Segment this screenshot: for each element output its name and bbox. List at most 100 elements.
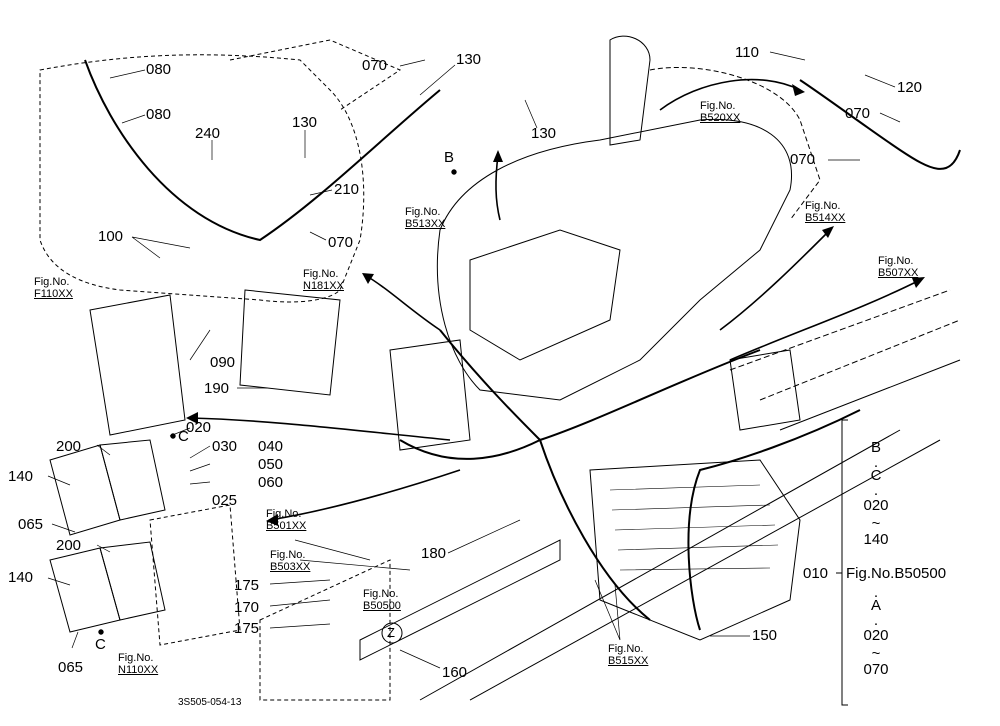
label-025: 025: [212, 492, 238, 509]
leader-070c: [879, 112, 901, 123]
fig-prefix: Fig.No.: [270, 549, 306, 561]
leader-arrow-n181: [364, 274, 441, 331]
side-legend: B · C · 020 ~ 140: [848, 440, 904, 556]
fig-ref-b515: Fig.No. B515XX: [608, 643, 648, 667]
label-080-a: 080: [146, 61, 172, 78]
fig-ref-b513: Fig.No. B513XX: [405, 206, 445, 230]
legend-range1-start: 020: [863, 497, 889, 514]
fig-prefix: Fig.No.: [34, 276, 70, 288]
label-200-a: 200: [56, 438, 82, 455]
arrowhead-f110: [186, 412, 198, 424]
label-175-a: 175: [234, 577, 260, 594]
fig-number: B514XX: [805, 212, 846, 224]
legend-ref-a: A: [870, 597, 881, 614]
ref-dot-c1: [170, 433, 176, 439]
fig-number: B513XX: [405, 218, 446, 230]
arrowhead-n181: [362, 273, 374, 284]
leader-arrow-b520: [659, 78, 801, 111]
leader-065a: [51, 523, 76, 533]
legend-range2-end: 070: [863, 661, 889, 678]
ref-dot-b: [451, 169, 457, 175]
label-030: 030: [212, 438, 238, 455]
leader-070b: [309, 231, 327, 241]
fig-ref-b50500: Fig.No. B50500: [363, 588, 401, 612]
leader-140b: [47, 577, 71, 586]
label-060: 060: [258, 474, 284, 491]
frame-beam: [359, 539, 561, 661]
label-080-b: 080: [146, 106, 172, 123]
label-120: 120: [897, 79, 923, 96]
fig-prefix: Fig.No.: [608, 643, 644, 655]
fig-ref-n110: Fig.No. N110XX: [118, 652, 158, 676]
label-150: 150: [752, 627, 778, 644]
cab-outline: [39, 54, 365, 303]
steering-column: [609, 35, 651, 146]
controller-block: [589, 459, 801, 641]
leader-arrow-b: [495, 154, 501, 221]
label-100: 100: [98, 228, 124, 245]
arrowhead-b507: [912, 277, 925, 288]
leader-140a: [47, 475, 71, 486]
fig-prefix: Fig.No.: [118, 652, 154, 664]
arrowhead-b: [493, 150, 503, 162]
fig-number: B50500: [363, 600, 401, 612]
drawing-number: 3S505-054-13: [178, 697, 242, 708]
leader-120: [864, 74, 896, 88]
arrowhead-b514: [822, 226, 834, 238]
chassis-rail-2: [469, 439, 941, 701]
leader-b515: [594, 579, 621, 641]
label-240: 240: [195, 125, 221, 142]
label-070-b: 070: [328, 234, 354, 251]
legend-ref-b: B: [870, 439, 881, 456]
leader-070a: [399, 59, 426, 67]
label-180: 180: [421, 545, 447, 562]
leader-065b: [71, 631, 79, 649]
fig-number: B520XX: [700, 112, 741, 124]
fig-prefix: Fig.No.: [405, 206, 441, 218]
ref-letter-c-2: C: [95, 636, 106, 653]
side-legend-bracket: [841, 419, 848, 706]
ref-letter-c-1: C: [178, 428, 189, 445]
leader-175a: [269, 579, 331, 585]
leader-080a: [109, 69, 146, 79]
ref-letter-b: B: [444, 149, 455, 166]
junction-box: [729, 349, 801, 431]
fuse-box-bottom-cover: [49, 547, 121, 633]
fig-ref-f110: Fig.No. F110XX: [34, 276, 73, 300]
label-070-a: 070: [362, 57, 388, 74]
fig-ref-b507: Fig.No. B507XX: [878, 255, 918, 279]
legend-dot: ·: [873, 457, 879, 474]
controller-grid: [609, 484, 779, 571]
label-130-b: 130: [292, 114, 318, 131]
fuse-bracket: [149, 504, 241, 646]
bracket-f110: [89, 294, 186, 436]
fig-ref-n181: Fig.No. N181XX: [303, 268, 344, 292]
leader-100: [131, 236, 191, 259]
label-050: 050: [258, 456, 284, 473]
fuse-box-top: [99, 439, 166, 521]
label-040: 040: [258, 438, 284, 455]
chassis-rail-4: [759, 319, 961, 401]
label-090: 090: [210, 354, 236, 371]
fender: [649, 67, 821, 221]
dashboard-panel: [469, 229, 621, 361]
legend-dot: ·: [873, 485, 879, 502]
fig-number: N110XX: [118, 664, 159, 676]
leader-030: [189, 445, 211, 485]
harness-main: [439, 329, 761, 442]
dashboard-outline: [436, 118, 792, 401]
chassis-rail-3: [729, 289, 951, 371]
fig-number: B503XX: [270, 561, 311, 573]
fig-number: F110XX: [34, 288, 73, 300]
fig-prefix: Fig.No.: [878, 255, 914, 267]
legend-tilde: ~: [871, 515, 881, 532]
leader-080b: [121, 114, 146, 124]
fig-prefix: Fig.No.: [303, 268, 339, 280]
leader-130a: [419, 64, 456, 96]
leader-200a: [96, 444, 111, 456]
label-200-b: 200: [56, 537, 82, 554]
label-020: 020: [186, 419, 212, 436]
label-065-b: 065: [58, 659, 84, 676]
legend-dot: ·: [873, 615, 879, 632]
